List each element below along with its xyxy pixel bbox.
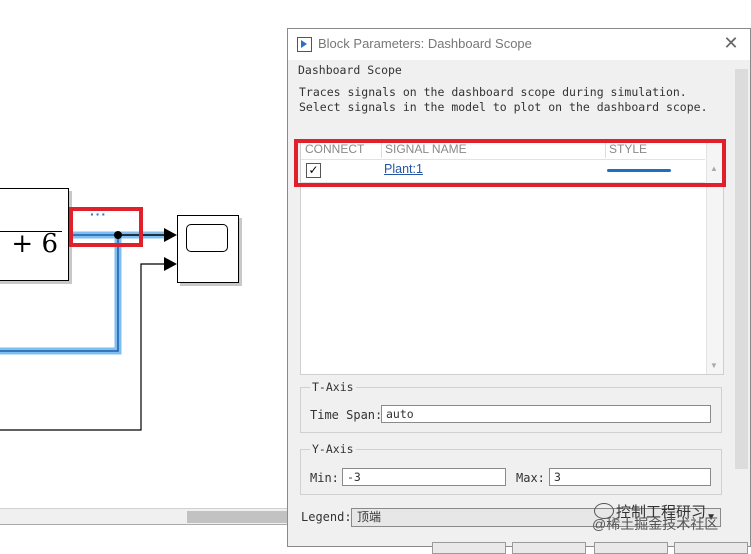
dashboard-scope-block[interactable]	[177, 215, 239, 283]
t-axis-label: T-Axis	[310, 380, 356, 394]
tf-fraction-bar	[0, 231, 62, 232]
ok-button[interactable]	[432, 542, 506, 554]
legend-selected-value: 顶端	[357, 510, 382, 524]
description-text: Traces signals on the dashboard scope du…	[299, 85, 708, 114]
wechat-icon	[594, 503, 614, 519]
time-span-input[interactable]	[381, 405, 711, 423]
watermark-title: 控制工程研习	[616, 503, 707, 521]
legend-label: Legend:	[301, 510, 352, 524]
column-header-connect[interactable]: CONNECT	[305, 142, 365, 156]
dialog-vertical-scrollbar[interactable]	[735, 69, 748, 469]
y-axis-group: Y-Axis Min: Max:	[300, 442, 722, 495]
highlight-box-signal	[69, 207, 143, 247]
y-max-input[interactable]	[549, 468, 711, 486]
arrow-head-1	[164, 228, 177, 242]
arrow-head-2	[164, 257, 177, 271]
scope-screen-icon	[186, 224, 228, 252]
table-row[interactable]: ✓ Plant:1	[301, 159, 705, 183]
column-header-style[interactable]: STYLE	[609, 142, 648, 156]
line-style-swatch[interactable]	[607, 169, 671, 172]
table-vertical-scrollbar[interactable]: ▲ ▼	[706, 140, 723, 374]
block-parameters-dialog: Block Parameters: Dashboard Scope ✕ Dash…	[287, 28, 751, 554]
cancel-button[interactable]	[512, 542, 586, 554]
signal-line-input2	[0, 263, 166, 431]
status-strip	[0, 524, 290, 548]
y-axis-label: Y-Axis	[310, 442, 356, 456]
dialog-title: Block Parameters: Dashboard Scope	[318, 36, 532, 51]
y-min-label: Min:	[310, 471, 339, 485]
branch-point	[114, 231, 122, 239]
canvas-horizontal-scrollbar[interactable]	[0, 508, 290, 525]
time-span-label: Time Span:	[310, 408, 383, 422]
dialog-titlebar[interactable]: Block Parameters: Dashboard Scope ✕	[288, 29, 750, 60]
y-min-input[interactable]	[342, 468, 506, 486]
legend-dropdown[interactable]: 顶端 ▼	[351, 508, 721, 527]
signal-table: CONNECT SIGNAL NAME STYLE ✓ Plant:1 ▲ ▼	[300, 139, 724, 375]
column-separator	[605, 140, 606, 158]
watermark-credit: @稀土掘金技术社区	[592, 516, 719, 532]
apply-button[interactable]	[674, 542, 748, 554]
dialog-button-strip	[288, 534, 750, 554]
column-header-signal-name[interactable]: SIGNAL NAME	[385, 142, 467, 156]
chevron-down-icon: ▼	[706, 512, 716, 523]
column-separator	[381, 140, 382, 158]
scrollbar-thumb[interactable]	[187, 511, 290, 523]
group-title: Dashboard Scope	[296, 63, 404, 77]
highlight-box-table-row	[294, 139, 726, 187]
tf-denominator: + 6	[11, 229, 58, 259]
scroll-down-icon[interactable]: ▼	[710, 361, 718, 370]
help-button[interactable]	[594, 542, 668, 554]
y-max-label: Max:	[516, 471, 545, 485]
scroll-up-icon[interactable]: ▲	[710, 164, 718, 173]
transfer-function-block[interactable]: + 6	[0, 188, 69, 281]
simulink-block-icon	[297, 37, 312, 52]
t-axis-group: T-Axis Time Span:	[300, 380, 722, 433]
signal-name-link[interactable]: Plant:1	[384, 162, 423, 176]
dashboard-scope-group: Dashboard Scope Traces signals on the da…	[294, 63, 732, 514]
signal-line-feedback	[0, 234, 119, 352]
close-icon[interactable]: ✕	[723, 33, 739, 53]
connect-checkbox[interactable]: ✓	[306, 163, 321, 178]
